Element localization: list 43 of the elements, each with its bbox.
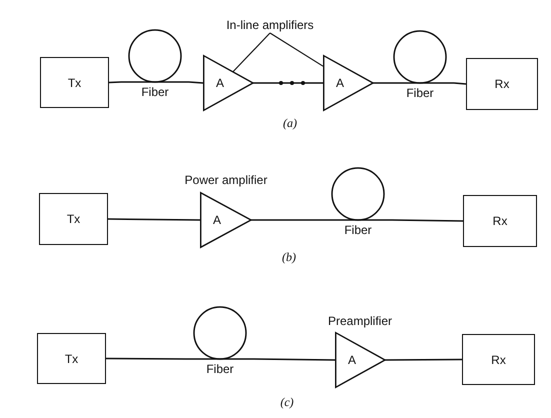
amplifier-name: Power amplifier	[184, 174, 268, 186]
transceiver-box	[462, 334, 535, 385]
transceiver-box	[466, 58, 538, 110]
fiber-line	[108, 218, 200, 221]
amplifier-label: A	[216, 77, 224, 89]
fiber-line	[188, 81, 204, 84]
fiber-line	[373, 82, 386, 84]
transceiver-box	[39, 193, 108, 245]
fiber-line	[253, 82, 323, 84]
amplifier-name: Preamplifier	[328, 315, 392, 327]
amplifier-triangle	[335, 332, 385, 388]
panel-caption: (c)	[280, 396, 294, 408]
fiber-line	[108, 81, 122, 84]
fiber-line	[392, 219, 464, 222]
panel-caption: (a)	[283, 117, 297, 129]
amplifier-label: A	[213, 214, 222, 226]
leader-line	[270, 32, 324, 67]
box-label: Tx	[64, 352, 78, 364]
fiber-line	[254, 358, 336, 361]
fiber-line	[106, 358, 186, 360]
amplifier-label: A	[336, 77, 344, 89]
callout-text: In-line amplifiers	[215, 19, 325, 33]
box-label: Rx	[494, 78, 510, 90]
fiber-line	[251, 219, 324, 221]
box-label: Rx	[492, 215, 508, 227]
box-label: Rx	[491, 354, 506, 366]
transceiver-box	[37, 333, 106, 384]
fiber-label: Fiber	[344, 224, 372, 236]
transceiver-box	[463, 195, 537, 247]
amplifier-triangle	[200, 192, 251, 248]
amplifier-triangle	[203, 55, 253, 111]
panel-caption: (b)	[282, 251, 296, 263]
leader-line	[232, 32, 270, 72]
fiber-label: Fiber	[141, 86, 169, 98]
amplifier-label: A	[348, 354, 356, 366]
fiber-line	[385, 358, 462, 361]
box-label: Tx	[66, 213, 80, 225]
amplifier-triangle	[323, 55, 373, 111]
transceiver-box	[40, 57, 109, 108]
fiber-label: Fiber	[206, 363, 234, 375]
box-label: Tx	[68, 76, 82, 88]
fiber-label: Fiber	[406, 87, 434, 99]
fiber-line	[454, 82, 466, 85]
